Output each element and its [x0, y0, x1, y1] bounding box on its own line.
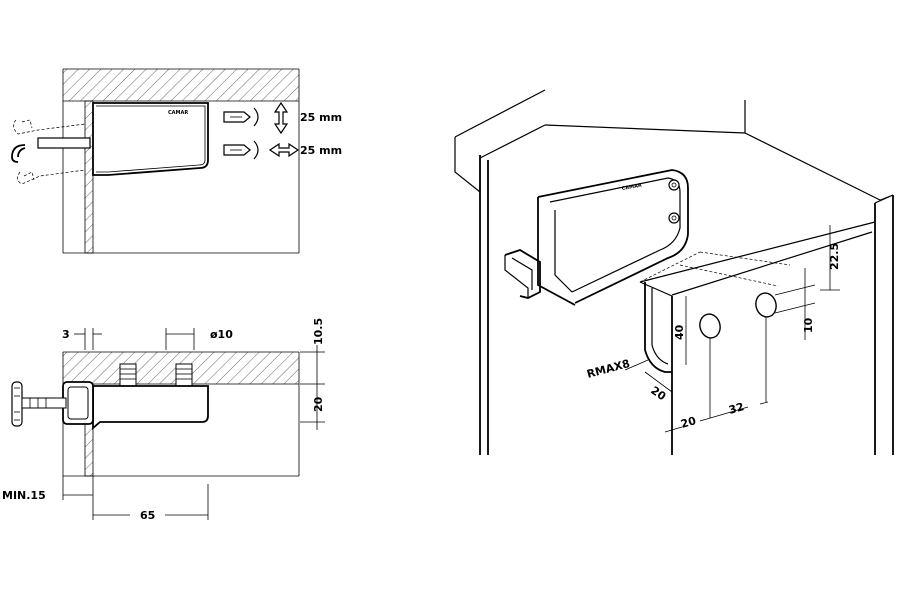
dim-length-label: 65 [140, 509, 155, 522]
bottom-section-view: 3 ø10 10.5 20 MIN.15 65 [2, 318, 325, 522]
iso-dim-dist1-label: 20 [679, 414, 698, 431]
isometric-view: CAMAR 22.5 10 40 RMAX8 20 20 32 [454, 89, 894, 455]
iso-front-top-edge [639, 221, 876, 283]
dim-height-label: 20 [312, 396, 325, 412]
top-hook [11, 144, 26, 163]
screwdriver-height-icon [223, 107, 259, 127]
top-alt-position-down [17, 169, 86, 185]
up-down-arrow-icon [273, 101, 289, 135]
dim-min-label: MIN.15 [2, 489, 46, 502]
iso-top-panel-back [544, 124, 881, 201]
screwdriver-depth-icon [223, 140, 259, 160]
dim-hole-label: ø10 [210, 328, 233, 341]
top-section-view: CAMAR 25 mm 25 mm [11, 68, 342, 254]
iso-rail-hook [504, 249, 541, 299]
top-bracket-body [92, 102, 209, 176]
iso-dim-hole-gap-label: 10 [802, 317, 815, 333]
iso-dim-dist2-label: 32 [727, 400, 745, 417]
iso-dim-radius-label: RMAX8 [585, 357, 631, 381]
screw-right-icon [175, 363, 193, 387]
dim-offset-label: 10.5 [312, 318, 325, 345]
iso-left-side [454, 137, 481, 194]
iso-dim-hole-height-label: 40 [673, 324, 686, 340]
adjustment-knob-icon [11, 381, 67, 427]
dim-gap-label: 3 [62, 328, 70, 341]
top-rail [37, 137, 91, 149]
top-alt-position-up [13, 119, 86, 135]
top-brand-text: CAMAR [168, 110, 188, 116]
iso-bracket: CAMAR [537, 169, 689, 306]
iso-dim-top-label: 22.5 [828, 243, 841, 270]
left-right-arrow-icon [268, 142, 300, 158]
screw-left-icon [119, 363, 137, 387]
top-ceiling-hatch [63, 69, 299, 101]
adjust-depth-label: 25 mm [300, 144, 342, 157]
drill-hole-2 [755, 292, 777, 318]
iso-brand-text: CAMAR [621, 183, 642, 192]
top-side-wall [84, 100, 94, 254]
drill-hole-1 [699, 313, 721, 339]
bottom-bracket-body [92, 385, 209, 430]
adjust-height-label: 25 mm [300, 111, 342, 124]
